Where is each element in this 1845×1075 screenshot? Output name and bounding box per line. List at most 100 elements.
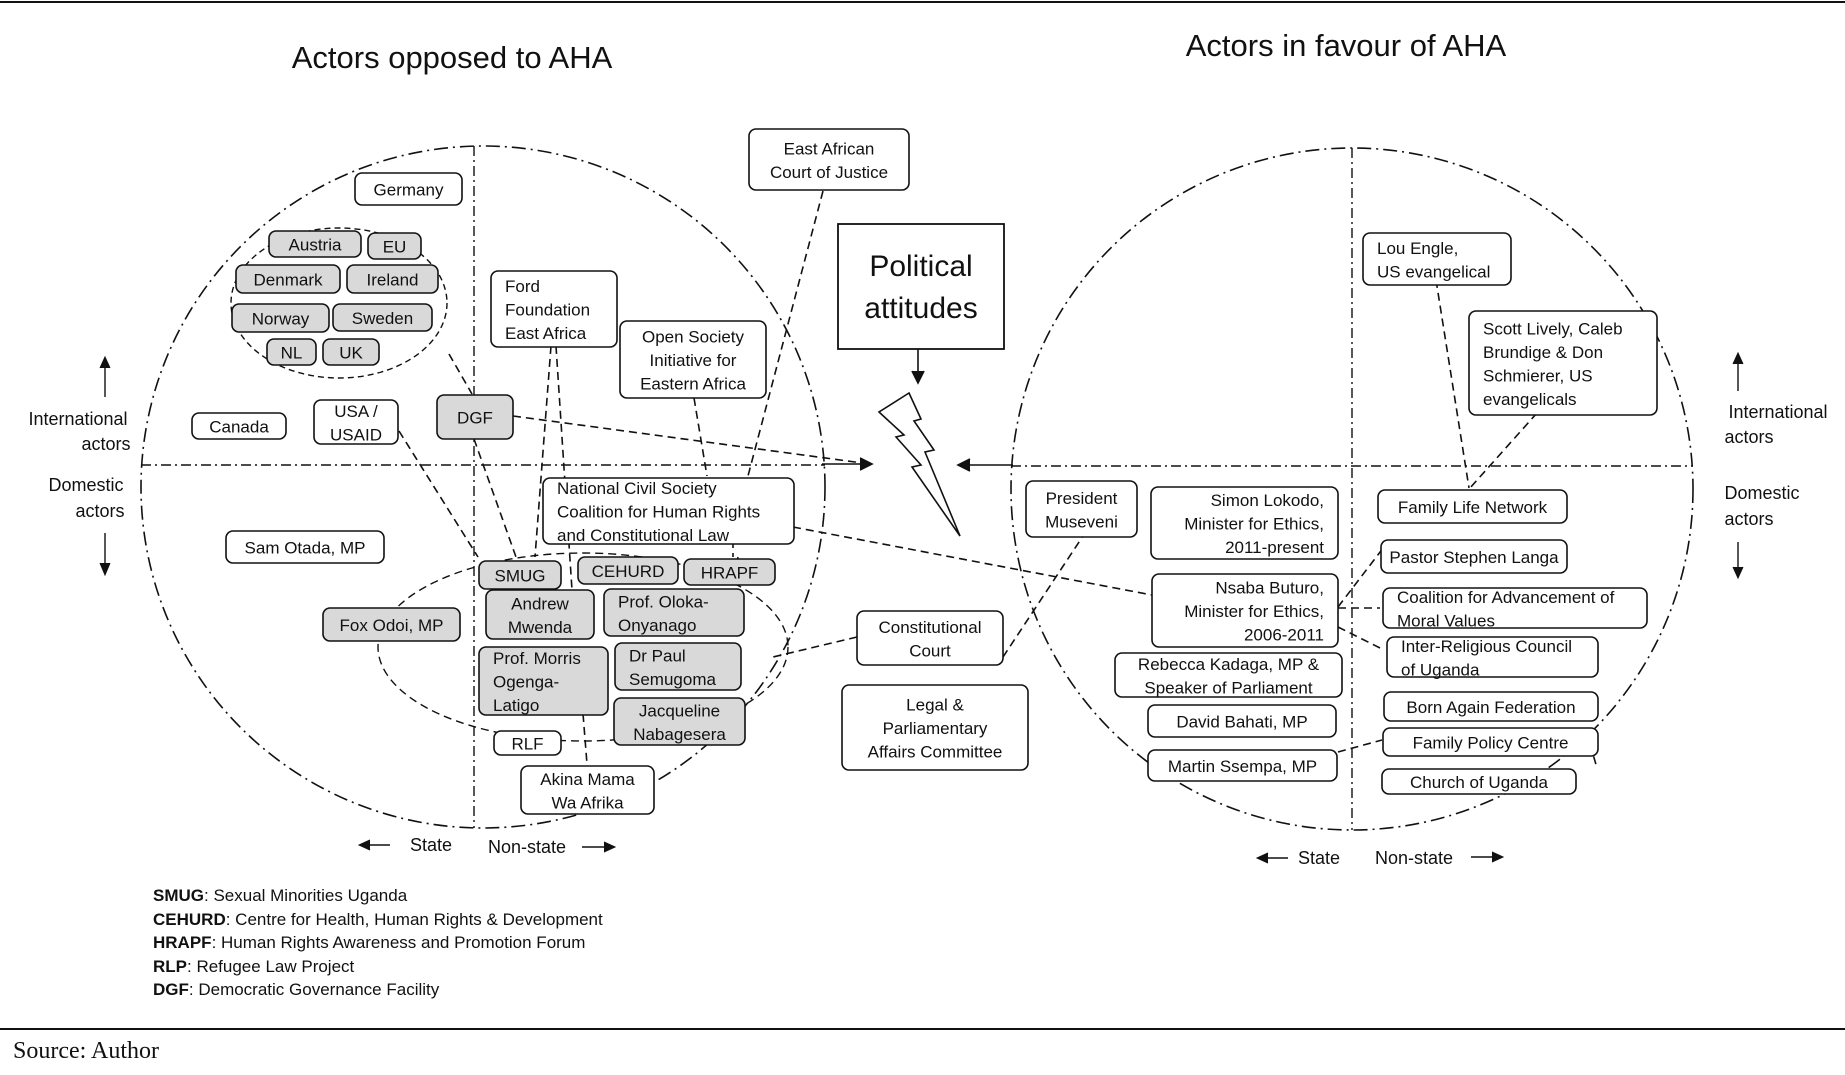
actor-box-frame [748,128,910,191]
actor-box-frame [1380,539,1568,574]
left-dom-label-1: Domestic [48,475,123,495]
political-attitudes-box [837,223,1005,350]
actor-box-frame [520,765,655,815]
actor-box-langa: Pastor Stephen Langa [1380,539,1568,574]
actor-box-buturo: Nsaba Buturo,Minister for Ethics,2006-20… [1151,573,1339,648]
actor-label: Family Policy Centre [1413,734,1569,753]
actor-box-louengle: Lou Engle, US evangelical [1362,232,1512,286]
right-axis-labels: International actors Domestic actors Sta… [1255,351,1828,868]
center-arrows [822,349,1013,472]
actor-label: President [1046,489,1118,508]
left-nonstate-label: Non-state [488,837,566,857]
actor-box-frame [856,610,1004,666]
actor-label: 2006-2011 [1244,626,1324,645]
actor-label: Martin Ssempa, MP [1168,757,1317,776]
actor-label: evangelicals [1483,390,1577,409]
actor-box-frame [332,303,433,332]
actor-box-frame [266,338,317,366]
right-state-label: State [1298,848,1340,868]
actor-box-frame [485,589,595,640]
actor-box-bahati: David Bahati, MP [1147,704,1337,738]
actor-label: Nabagesera [633,725,726,744]
actor-label: Moral Values [1397,611,1495,630]
actor-label: Speaker of Parliament [1144,678,1312,697]
actor-box-oloka: Prof. Oloka-Onyanago [603,588,745,637]
actor-label: Court of Justice [770,163,888,182]
actor-box-frame [322,607,461,642]
legend-item: SMUG: Sexual Minorities Uganda [153,886,408,905]
actor-label: Prof. Oloka- [618,592,709,611]
actor-box-frame [614,642,742,691]
left-state-label: State [410,835,452,855]
actor-box-frame [231,303,330,333]
actor-box-frame [225,530,385,564]
actor-box-frame [1114,652,1343,698]
legend-item: RLP: Refugee Law Project [153,956,355,976]
actor-box-fpc: Family Policy Centre [1382,727,1599,757]
political-attitudes-line1: Political [869,250,972,283]
actor-box-smug: SMUG [478,560,562,590]
actor-label: and Constitutional Law [557,526,730,545]
actor-box-frame [577,556,679,585]
actor-box-frame [619,320,767,399]
actor-box-fox: Fox Odoi, MP [322,607,461,642]
actor-box-frame [1381,768,1577,795]
actor-box-norway: Norway [231,303,330,333]
actor-label: DGF [457,409,493,428]
activists-ellipse [377,552,789,742]
actor-box-frame [1386,636,1599,678]
actor-label: Brundige & Don [1483,343,1603,362]
actor-label: Norway [252,310,310,329]
actor-label: Prof. Morris [493,649,581,668]
actor-label: Constitutional [878,618,981,637]
actor-box-germany: Germany [354,172,463,206]
actor-label: Ireland [367,271,419,290]
actor-label: USA / [334,402,378,421]
actor-box-frame [1382,727,1599,757]
actor-box-kadaga: Rebecca Kadaga, MP &Speaker of Parliamen… [1114,652,1343,698]
actor-label: Canada [209,418,269,437]
actor-label: Dr Paul [629,646,686,665]
source-note: Source: Author [13,1038,159,1064]
actor-box-ssempa: Martin Ssempa, MP [1147,749,1338,782]
right-nonstate-label: Non-state [1375,848,1453,868]
actor-label: Lou Engle, [1377,239,1458,258]
actor-label: Jacqueline [639,701,720,720]
actor-box-denmark: Denmark [235,264,341,294]
actor-label: HRAPF [701,564,759,583]
actor-box-frame [542,477,795,545]
actor-box-ireland: Ireland [346,264,439,294]
actor-box-frame [268,230,362,258]
actor-box-frame [235,264,341,294]
actor-box-lokodo: Simon Lokodo,Minister for Ethics,2011-pr… [1150,486,1339,560]
actor-label: Museveni [1045,512,1118,531]
actor-label: David Bahati, MP [1176,713,1307,732]
actor-box-baf: Born Again Federation [1383,691,1599,722]
actor-box-frame [841,684,1029,771]
actor-box-frame [1147,749,1338,782]
actor-label: Initiative for [650,351,737,370]
actor-label: Church of Uganda [1410,773,1549,792]
title-opposed: Actors opposed to AHA [292,40,613,75]
actor-label: Minister for Ethics, [1184,602,1324,621]
actor-label: Austria [289,236,342,255]
actor-box-frame [490,270,618,348]
actor-box-nl: NL [266,338,317,366]
actor-label: Sweden [352,309,413,328]
actor-label: Ogenga- [493,673,559,692]
actor-label: Inter-Religious Council [1401,637,1572,656]
actor-label: US evangelical [1377,262,1490,281]
actor-label: Simon Lokodo, [1211,491,1324,510]
actor-label: Ford [505,277,540,296]
title-favour: Actors in favour of AHA [1186,28,1507,63]
left-intl-label-2: actors [81,434,130,454]
actor-label: Schmierer, US [1483,366,1593,385]
actor-box-fln: Family Life Network [1377,489,1568,524]
